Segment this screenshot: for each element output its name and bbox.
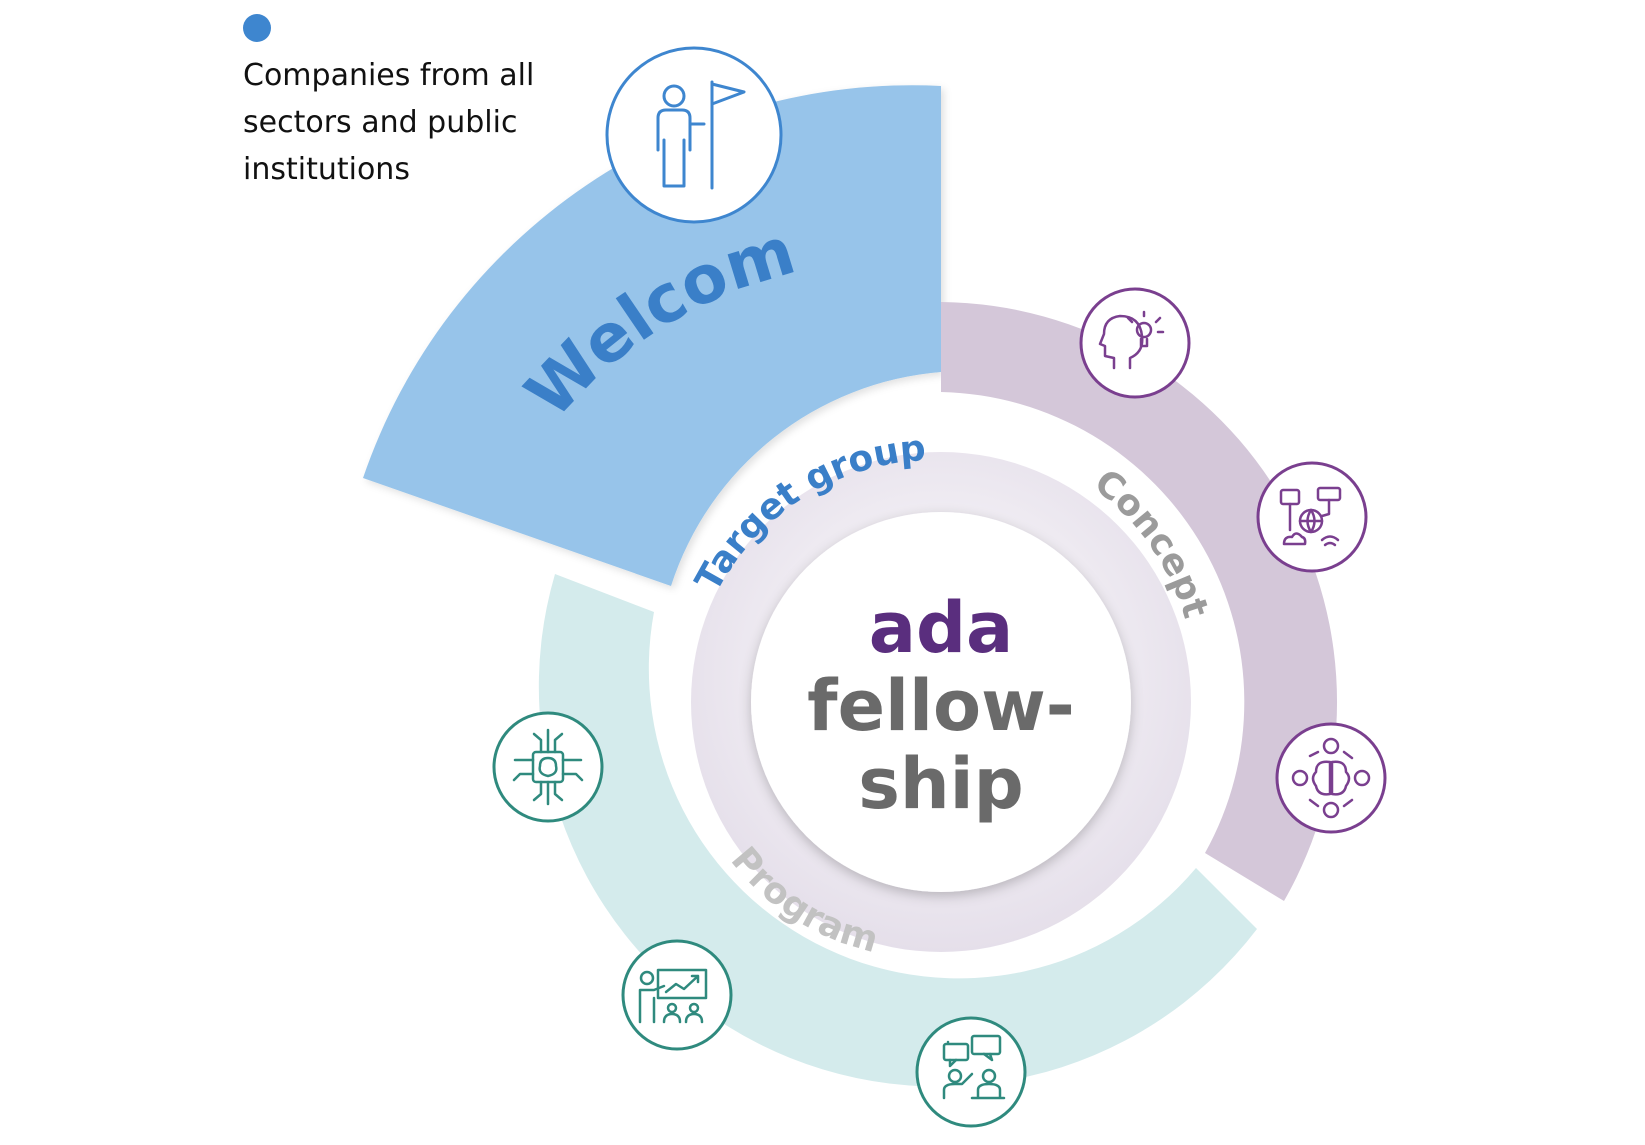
center-title-line2: fellow- [807, 665, 1075, 747]
legend-bullet [243, 14, 271, 42]
discussion-icon [915, 1016, 1027, 1128]
legend-text: Companies from all sectors and public in… [243, 58, 535, 187]
network-globe-icon [1256, 461, 1368, 573]
presentation-icon [621, 939, 733, 1051]
center-title-line3: ship [858, 743, 1024, 825]
center-disc [751, 512, 1131, 892]
brain-community-icon [1275, 722, 1387, 834]
concept-arc [941, 302, 1338, 901]
head-lightbulb-icon [1079, 287, 1191, 399]
target-group-sector [363, 85, 941, 586]
person-with-flag-icon [605, 46, 783, 224]
ai-chip-brain-icon [492, 711, 604, 823]
center-title-line1: ada [869, 587, 1014, 669]
